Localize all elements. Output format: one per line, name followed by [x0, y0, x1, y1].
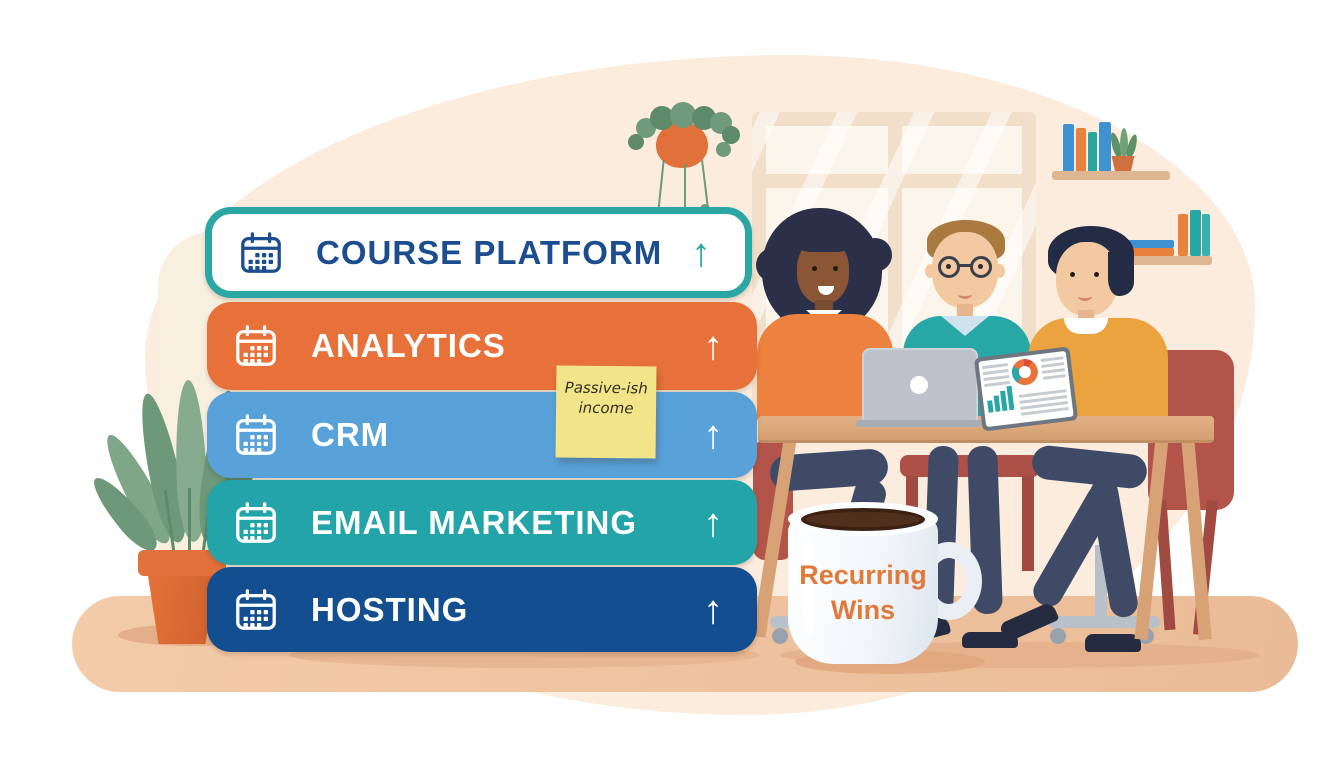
stack-item-course-platform: COURSE PLATFORM ↑: [205, 207, 752, 298]
bar-chart-bar: [993, 395, 1001, 412]
glasses-lens: [938, 256, 960, 278]
shelf-plant-leaf: [1120, 128, 1128, 158]
screen-text-lines: [1040, 356, 1066, 383]
woman-hair-front: [795, 226, 853, 252]
man-middle-eye: [978, 264, 983, 269]
man-middle-ear: [925, 264, 936, 278]
bar-chart-bar: [1000, 390, 1008, 412]
man-right-collar: [1064, 318, 1108, 334]
stack-item-label: ANALYTICS: [311, 327, 506, 364]
glasses-bridge: [959, 264, 971, 267]
book: [1099, 122, 1111, 172]
calendar-icon: [236, 501, 276, 543]
man-right-smile: [1078, 292, 1092, 301]
sticky-note-line1: Passive-ish: [564, 378, 648, 398]
stack-item-crm: CRM ↑: [207, 392, 757, 478]
man-right-face: [1056, 242, 1118, 316]
shelf: [1052, 171, 1170, 180]
up-arrow-icon: ↑: [691, 230, 711, 275]
woman-hair-curl: [858, 238, 892, 272]
mug-highlight: [804, 542, 814, 634]
plant-stem: [188, 488, 191, 554]
stack-item-label: CRM: [311, 416, 390, 453]
stack-item-hosting: HOSTING ↑: [207, 567, 757, 652]
laptop-base: [856, 420, 982, 427]
woman-eye: [833, 266, 838, 271]
shoe: [1085, 634, 1141, 652]
book: [1190, 210, 1201, 256]
glasses-lens: [970, 256, 992, 278]
man-middle-eye: [946, 264, 951, 269]
woman-hair-curl: [756, 248, 790, 282]
bar-chart-bar: [987, 400, 994, 413]
calendar-icon: [241, 231, 281, 273]
book: [1178, 214, 1188, 256]
mug-text: Recurring Wins: [794, 558, 932, 628]
book: [1063, 124, 1074, 172]
up-arrow-icon: ↑: [703, 324, 723, 368]
man-right-hair-side: [1108, 252, 1134, 296]
hanging-plant-vine: [684, 164, 686, 222]
stack-item-label: HOSTING: [311, 590, 469, 628]
hanging-plant-leaf: [628, 134, 644, 150]
book: [1088, 132, 1097, 172]
mug: Recurring Wins: [788, 502, 984, 666]
mug-coffee: [801, 508, 925, 531]
up-arrow-icon: ↑: [703, 500, 723, 545]
hanging-plant-leaf: [716, 142, 731, 157]
man-middle-ear: [994, 264, 1005, 278]
book: [1122, 248, 1174, 256]
chair-leg: [1022, 476, 1034, 571]
calendar-icon: [236, 325, 276, 366]
screen-content: [978, 350, 1074, 428]
shelf-plant-pot: [1111, 156, 1135, 172]
calendar-icon: [236, 414, 276, 455]
man-right-eye: [1094, 272, 1099, 277]
stack-item-analytics: ANALYTICS ↑: [207, 302, 757, 390]
mug-text-line1: Recurring: [799, 560, 927, 590]
laptop-logo: [910, 376, 928, 394]
up-arrow-icon: ↑: [703, 587, 723, 632]
shelf: [1086, 256, 1212, 265]
book: [1202, 214, 1210, 256]
woman-smile: [818, 286, 834, 295]
bar-chart-bar: [1006, 385, 1015, 411]
man-middle-neck: [957, 304, 973, 318]
mug-text-line2: Wins: [830, 595, 896, 626]
plant-pot-body: [147, 574, 217, 644]
hanging-plant-leaf: [670, 102, 696, 128]
man-middle-smile: [958, 290, 972, 299]
up-arrow-icon: ↑: [703, 413, 723, 457]
office-chair-wheel: [1050, 628, 1066, 644]
office-chair-base: [1048, 616, 1160, 628]
man-right-eye: [1070, 272, 1075, 277]
book: [1124, 240, 1174, 248]
screen-text-lines: [1018, 389, 1070, 419]
stack-item-label: EMAIL MARKETING: [311, 503, 638, 541]
office-chair-wheel: [772, 628, 788, 644]
laptop-screen: [973, 346, 1079, 432]
stack-item-label: COURSE PLATFORM: [316, 233, 663, 271]
book: [1076, 128, 1086, 172]
hanging-plant-leaf: [722, 126, 740, 144]
stack-item-email-marketing: EMAIL MARKETING ↑: [207, 480, 757, 565]
calendar-icon: [236, 588, 276, 630]
sticky-note-line2: income: [578, 398, 634, 418]
sticky-note: Passive-ish income: [555, 365, 657, 459]
woman-eye: [812, 266, 817, 271]
